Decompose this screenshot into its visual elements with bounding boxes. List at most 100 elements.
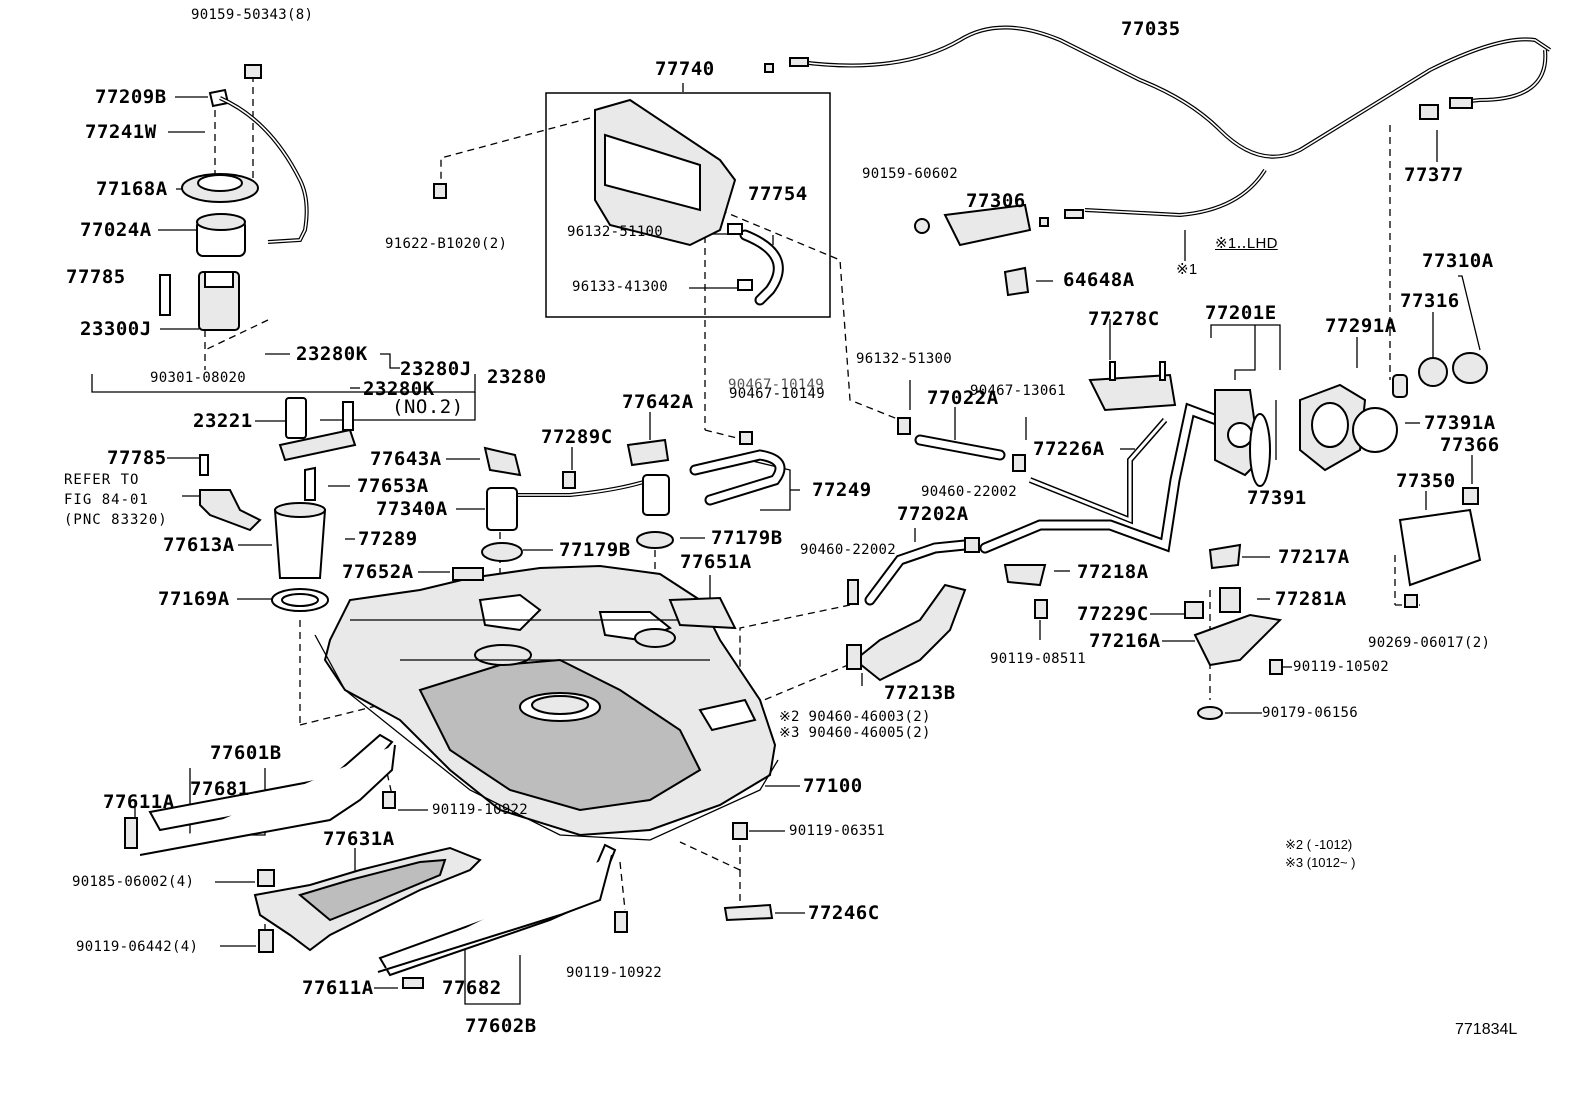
filler-neck-cap-group <box>914 203 1488 587</box>
label-77651A: 77651A <box>680 551 752 573</box>
label-77785-top: 77785 <box>66 266 126 288</box>
label-77631A: 77631A <box>323 828 395 850</box>
label-77179B-right: 77179B <box>711 527 783 549</box>
label-90119-06351: 90119-06351 <box>789 823 886 839</box>
label-23280-partial: 23280 <box>487 366 547 388</box>
label-90460-22002-a: 90460-22002 <box>921 484 1018 500</box>
fuel-tank-77100 <box>314 564 779 841</box>
label-77681: 77681 <box>190 778 250 800</box>
label-77350: 77350 <box>1396 470 1456 492</box>
valves-and-clamps <box>452 417 1418 922</box>
label-77179B-left: 77179B <box>559 539 631 561</box>
label-77310A: 77310A <box>1422 250 1494 272</box>
label-90269-06017: 90269-06017(2) <box>1368 635 1491 651</box>
label-77249: 77249 <box>812 479 872 501</box>
diagram-code: 771834L <box>1455 1021 1518 1038</box>
label-lhd-note: ※1‥LHD <box>1215 235 1278 252</box>
label-90460-46003: ※2 90460-46003(2) <box>779 709 931 725</box>
label-77611A-top: 77611A <box>103 791 175 813</box>
refer-line-3: (PNC 83320) <box>64 512 168 528</box>
label-90460-22002-b: 90460-22002 <box>800 542 897 558</box>
label-77652A: 77652A <box>342 561 414 583</box>
label-90467-13061: 90467-13061 <box>970 383 1067 399</box>
label-90301-08020: 90301-08020 <box>150 370 247 386</box>
label-90467-partial: 90467-10149 <box>728 377 825 393</box>
label-96133-41300: 96133-41300 <box>572 279 669 295</box>
release-cable-77035 <box>764 25 1552 227</box>
label-23300J: 23300J <box>80 318 152 340</box>
label-77281A: 77281A <box>1275 588 1347 610</box>
label-77218A: 77218A <box>1077 561 1149 583</box>
label-77642A: 77642A <box>622 391 694 413</box>
label-23280J: 23280J <box>400 358 472 380</box>
label-77391: 77391 <box>1247 487 1307 509</box>
label-23221: 23221 <box>193 410 253 432</box>
label-77289C: 77289C <box>541 426 613 448</box>
label-77241W: 77241W <box>85 121 157 143</box>
label-77201E: 77201E <box>1205 302 1277 324</box>
label-no2: (NO.2) <box>392 396 464 418</box>
label-77316: 77316 <box>1400 290 1460 312</box>
label-77226A: 77226A <box>1033 438 1105 460</box>
label-77366: 77366 <box>1440 434 1500 456</box>
label-77306: 77306 <box>966 190 1026 212</box>
label-77035: 77035 <box>1121 18 1181 40</box>
label-90119-10922-b: 90119-10922 <box>566 965 663 981</box>
label-77682: 77682 <box>442 977 502 999</box>
label-90159-60602: 90159-60602 <box>862 166 959 182</box>
label-96132-51100: 96132-51100 <box>567 224 664 240</box>
label-77602B: 77602B <box>465 1015 537 1037</box>
refer-note: REFER TO FIG 84-01 (PNC 83320) <box>64 470 168 530</box>
filler-pipes-and-hoses <box>689 389 1262 682</box>
label-77169A: 77169A <box>158 588 230 610</box>
label-77202A: 77202A <box>897 503 969 525</box>
label-23280K-1: 23280K <box>296 343 368 365</box>
label-77289: 77289 <box>358 528 418 550</box>
label-77601B: 77601B <box>210 742 282 764</box>
label-77613A: 77613A <box>163 534 235 556</box>
label-77643A: 77643A <box>370 448 442 470</box>
label-90185-06002: 90185-06002(4) <box>72 874 195 890</box>
label-77740: 77740 <box>655 58 715 80</box>
label-90159-50343: 90159-50343(8) <box>191 7 314 23</box>
label-77377: 77377 <box>1404 164 1464 186</box>
note-2: ※2 ( -1012) <box>1285 837 1353 852</box>
label-77785-mid: 77785 <box>107 447 167 469</box>
canister-group-box <box>545 92 831 318</box>
note-3: ※3 (1012~ ) <box>1285 855 1356 870</box>
label-77217A: 77217A <box>1278 546 1350 568</box>
label-96132-51300: 96132-51300 <box>856 351 953 367</box>
label-90119-10502: 90119-10502 <box>1293 659 1390 675</box>
leader-lines <box>91 83 1481 1005</box>
charcoal-canister-77740 <box>433 98 784 306</box>
label-90119-10922-a: 90119-10922 <box>432 802 529 818</box>
label-90460-46005: ※3 90460-46005(2) <box>779 725 931 741</box>
label-77168A: 77168A <box>96 178 168 200</box>
label-77216A: 77216A <box>1089 630 1161 652</box>
label-77246C: 77246C <box>808 902 880 924</box>
label-90119-08511: 90119-08511 <box>990 651 1087 667</box>
label-64648A: 64648A <box>1063 269 1135 291</box>
label-77340A: 77340A <box>376 498 448 520</box>
label-77653A: 77653A <box>357 475 429 497</box>
label-77209B: 77209B <box>95 86 167 108</box>
refer-line-1: REFER TO <box>64 472 140 488</box>
label-90119-06442: 90119-06442(4) <box>76 939 199 955</box>
label-77391A: 77391A <box>1424 412 1496 434</box>
label-77611A-bot: 77611A <box>302 977 374 999</box>
tank-straps-and-protector <box>124 733 628 989</box>
label-77022A: 77022A <box>927 387 999 409</box>
label-90179-06156: 90179-06156 <box>1262 705 1359 721</box>
label-91622-B1020: 91622-B1020(2) <box>385 236 508 252</box>
label-23280K-2: 23280K <box>363 378 435 400</box>
label-77291A: 77291A <box>1325 315 1397 337</box>
label-90467-10149: 90467-10149 <box>729 386 826 402</box>
label-77278C: 77278C <box>1088 308 1160 330</box>
label-77229C: 77229C <box>1077 603 1149 625</box>
label-mark1: ※1 <box>1176 261 1198 278</box>
fuel-pump-assembly <box>159 64 357 612</box>
refer-line-2: FIG 84-01 <box>64 492 149 508</box>
label-77024A: 77024A <box>80 219 152 241</box>
